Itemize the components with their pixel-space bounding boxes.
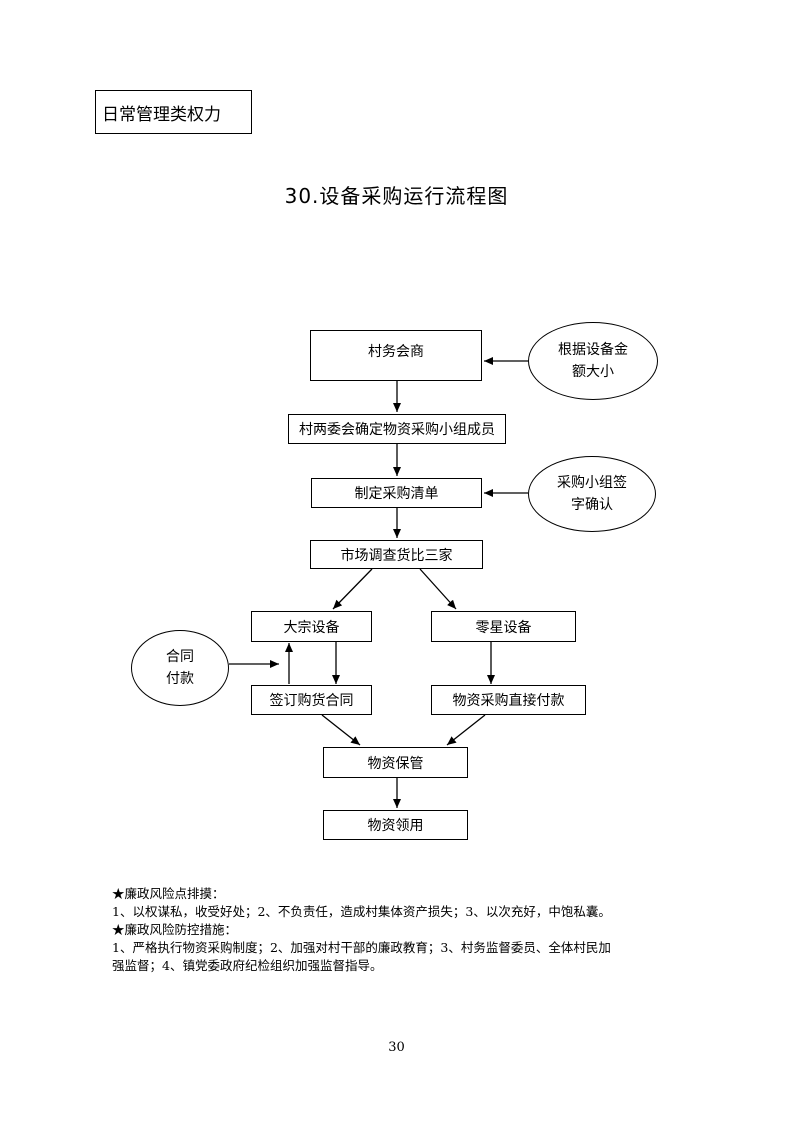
node-collection: 物资领用 — [323, 810, 468, 840]
node-small-equipment: 零星设备 — [431, 611, 576, 642]
oval-by-amount: 根据设备金 额大小 — [528, 322, 658, 400]
node-market-survey: 市场调查货比三家 — [310, 540, 483, 569]
risk-points-title: ★廉政风险点排摸： — [112, 886, 225, 901]
arrow-survey-to-bulk — [332, 568, 373, 610]
node-committee-confirm: 村两委会确定物资采购小组成员 — [288, 414, 506, 444]
oval-contract-payment: 合同 付款 — [131, 630, 229, 706]
oval-group-sign-line2: 字确认 — [571, 497, 613, 513]
node-direct-payment: 物资采购直接付款 — [431, 685, 586, 715]
page-number: 30 — [388, 1040, 405, 1055]
oval-group-sign: 采购小组签 字确认 — [528, 456, 656, 532]
node-storage: 物资保管 — [323, 747, 468, 778]
oval-group-sign-line1: 采购小组签 — [557, 475, 627, 491]
oval-contract-payment-line1: 合同 — [166, 649, 194, 665]
node-village-consult: 村务会商 — [310, 330, 482, 381]
oval-by-amount-line1: 根据设备金 — [558, 342, 628, 358]
arrow-payment-to-storage — [446, 714, 486, 746]
node-make-list: 制定采购清单 — [311, 478, 482, 508]
oval-contract-payment-line2: 付款 — [166, 671, 194, 687]
category-label: 日常管理类权力 — [95, 90, 252, 134]
node-bulk-equipment: 大宗设备 — [251, 611, 372, 642]
risk-notes: ★廉政风险点排摸： 1、以权谋私，收受好处；2、不负责任，造成村集体资产损失；3… — [112, 885, 692, 975]
node-sign-contract: 签订购货合同 — [251, 685, 372, 715]
oval-by-amount-line2: 额大小 — [572, 364, 614, 380]
risk-measures-line2: 强监督；4、镇党委政府纪检组织加强监督指导。 — [112, 958, 383, 973]
category-text: 日常管理类权力 — [102, 104, 221, 125]
risk-measures-line1: 1、严格执行物资采购制度；2、加强对村干部的廉政教育；3、村务监督委员、全体村民… — [112, 940, 611, 955]
risk-measures-title: ★廉政风险防控措施： — [112, 922, 238, 937]
arrow-contract-to-storage — [321, 714, 361, 746]
page-title: 30.设备采购运行流程图 — [284, 184, 509, 208]
risk-points-text: 1、以权谋私，收受好处；2、不负责任，造成村集体资产损失；3、以次充好，中饱私囊… — [112, 904, 611, 919]
arrow-survey-to-small — [419, 568, 457, 610]
